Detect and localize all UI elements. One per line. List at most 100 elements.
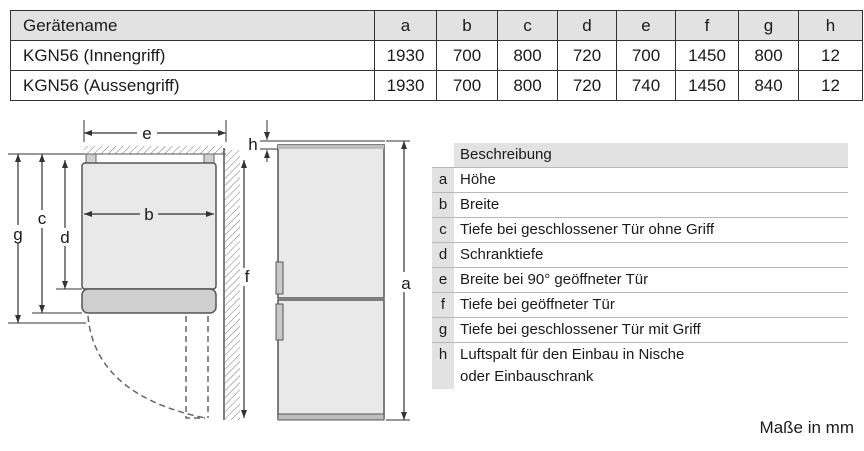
legend-title: Beschreibung xyxy=(460,146,552,163)
lower-handle xyxy=(275,303,284,341)
b-arrow-right xyxy=(206,211,214,217)
header-device-name: Gerätename xyxy=(10,10,375,41)
legend-key: a xyxy=(432,168,454,192)
fridge-lower-door xyxy=(277,299,385,419)
e-arrow-right xyxy=(218,130,226,136)
cell-e: 740 xyxy=(616,70,676,101)
table-row: KGN56 (Innengriff) 1930 700 800 720 700 … xyxy=(10,40,863,71)
legend-table: Beschreibung a Höhe b Breite c Tiefe bei… xyxy=(432,143,848,389)
legend-row-e: e Breite bei 90° geöffneter Tür xyxy=(432,267,848,292)
g-arrow-top xyxy=(15,154,21,162)
fridge-base xyxy=(277,413,385,421)
header-g: g xyxy=(738,10,799,41)
header-e: e xyxy=(616,10,676,41)
legend-desc: Tiefe bei geöffneter Tür xyxy=(460,296,615,313)
legend-row-d: d Schranktiefe xyxy=(432,242,848,267)
f-arrow-top xyxy=(241,160,247,168)
cell-c: 800 xyxy=(497,70,558,101)
label-g: g xyxy=(13,225,22,244)
side-view: h a xyxy=(248,120,411,421)
upper-handle xyxy=(275,261,284,295)
legend-row-g: g Tiefe bei geschlossener Tür mit Griff xyxy=(432,317,848,342)
wall-hatch xyxy=(225,150,240,420)
c-arrow-top xyxy=(39,154,45,162)
legend-row-a: a Höhe xyxy=(432,167,848,192)
label-h: h xyxy=(248,135,257,154)
label-a: a xyxy=(401,274,411,293)
legend-desc: Schranktiefe xyxy=(460,246,544,263)
label-e: e xyxy=(142,124,151,143)
fridge-top-band xyxy=(278,145,384,149)
door-swing-arc xyxy=(87,315,206,419)
cell-d: 720 xyxy=(557,40,617,71)
legend-row-b: b Breite xyxy=(432,192,848,217)
cell-h: 12 xyxy=(798,70,863,101)
dimension-drawing: e b g c d f xyxy=(8,120,411,421)
legend-desc: Breite xyxy=(460,196,500,213)
legend-key: b xyxy=(432,193,454,217)
header-h: h xyxy=(798,10,863,41)
legend-key: d xyxy=(432,243,454,267)
label-d: d xyxy=(60,228,69,247)
cell-g: 840 xyxy=(738,70,799,101)
legend-header: Beschreibung xyxy=(432,143,848,167)
legend-desc: Luftspalt für den Einbau in Nische oder … xyxy=(454,343,684,389)
legend-desc: Breite bei 90° geöffneter Tür xyxy=(460,271,649,288)
legend-row-f: f Tiefe bei geöffneter Tür xyxy=(432,292,848,317)
units-note: Maße in mm xyxy=(759,418,854,437)
legend-desc: Tiefe bei geschlossener Tür ohne Griff xyxy=(460,221,715,238)
c-arrow-bottom xyxy=(39,305,45,313)
legend-desc-line1: Luftspalt für den Einbau in Nische xyxy=(460,346,685,363)
dimension-table: Gerätename a b c d e f g h KGN56 (Inneng… xyxy=(10,10,863,101)
legend-key: e xyxy=(432,268,454,292)
h-arrow-bottom xyxy=(264,150,270,158)
b-arrow-left xyxy=(84,211,92,217)
a-arrow-top xyxy=(401,141,407,149)
legend-key: c xyxy=(432,218,454,242)
legend-key: f xyxy=(432,293,454,317)
cell-a: 1930 xyxy=(374,70,437,101)
d-arrow-bottom xyxy=(62,281,68,289)
cell-d: 720 xyxy=(557,70,617,101)
cell-g: 800 xyxy=(738,40,799,71)
label-b: b xyxy=(144,205,153,224)
header-c: c xyxy=(497,10,558,41)
top-hatch xyxy=(84,146,226,154)
header-b: b xyxy=(436,10,498,41)
h-arrow-top xyxy=(264,132,270,140)
table-header-row: Gerätename a b c d e f g h xyxy=(10,10,863,41)
d-arrow-top xyxy=(62,160,68,168)
legend-desc-line2: oder Einbauschrank xyxy=(460,368,594,385)
a-arrow-bottom xyxy=(401,412,407,420)
f-arrow-bottom xyxy=(241,410,247,418)
g-arrow-bottom xyxy=(15,315,21,323)
legend-key: h xyxy=(432,343,454,389)
cell-c: 800 xyxy=(497,40,558,71)
cell-f: 1450 xyxy=(675,40,739,71)
door-top-view xyxy=(81,288,217,314)
cell-h: 12 xyxy=(798,40,863,71)
label-c: c xyxy=(38,209,47,228)
legend-row-c: c Tiefe bei geschlossener Tür ohne Griff xyxy=(432,217,848,242)
e-arrow-left xyxy=(84,130,92,136)
row-device-name: KGN56 (Innengriff) xyxy=(10,40,375,71)
cell-e: 700 xyxy=(616,40,676,71)
legend-key: g xyxy=(432,318,454,342)
legend-row-h: h Luftspalt für den Einbau in Nische ode… xyxy=(432,342,848,389)
legend-desc: Tiefe bei geschlossener Tür mit Griff xyxy=(460,321,701,338)
fridge-upper-door xyxy=(277,144,385,299)
header-f: f xyxy=(675,10,739,41)
label-f: f xyxy=(245,267,250,286)
cabinet-top-view xyxy=(81,162,217,290)
open-door-outline xyxy=(185,316,205,419)
top-view: e b g c d f xyxy=(8,120,250,420)
legend-header-spacer xyxy=(432,143,454,167)
cell-a: 1930 xyxy=(374,40,437,71)
legend-desc: Höhe xyxy=(460,171,496,188)
header-d: d xyxy=(557,10,617,41)
cell-f: 1450 xyxy=(675,70,739,101)
cell-b: 700 xyxy=(436,40,498,71)
header-a: a xyxy=(374,10,437,41)
cell-b: 700 xyxy=(436,70,498,101)
row-device-name: KGN56 (Aussengriff) xyxy=(10,70,375,101)
